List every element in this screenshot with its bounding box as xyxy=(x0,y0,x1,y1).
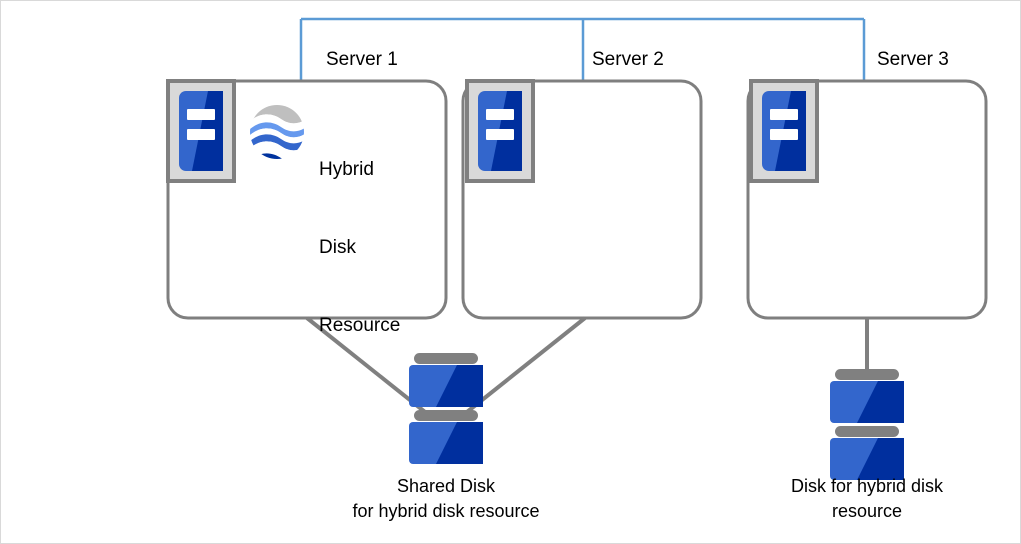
shared-disk-caption-line-2: for hybrid disk resource xyxy=(352,501,540,521)
hybrid-disk-resource-label: Hybrid Disk Resource xyxy=(319,105,400,391)
shared-disk-caption: Shared Disk for hybrid disk resource xyxy=(296,474,596,524)
resource-label-line-3: Resource xyxy=(319,315,401,336)
resource-label-line-1: Hybrid xyxy=(319,159,374,180)
server-bracket xyxy=(299,17,866,81)
server-1-label: Server 1 xyxy=(326,49,398,70)
server-1-unit-icon xyxy=(166,79,236,183)
hybrid-disk-caption-line-2: resource xyxy=(831,501,903,521)
server-3-unit-icon xyxy=(749,79,819,183)
server-2-label: Server 2 xyxy=(592,49,664,70)
resource-label-line-2: Disk xyxy=(319,237,356,258)
disk-connectors xyxy=(305,316,869,414)
server-2-unit-icon xyxy=(465,79,535,183)
hybrid-disk-icon xyxy=(830,369,904,480)
server-3-label: Server 3 xyxy=(877,49,949,70)
hybrid-disk-caption-line-1: Disk for hybrid disk xyxy=(790,476,944,496)
shared-disk-caption-line-1: Shared Disk xyxy=(396,476,496,496)
hybrid-disk-caption: Disk for hybrid disk resource xyxy=(737,474,997,524)
